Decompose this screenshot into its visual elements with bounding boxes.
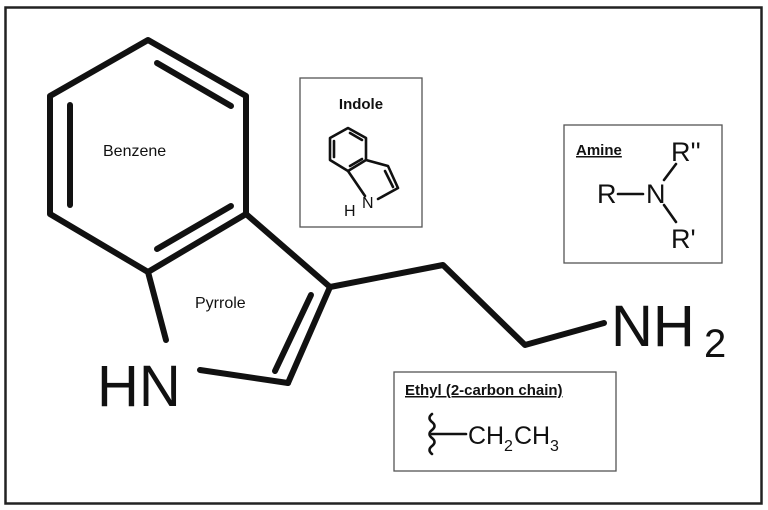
benzene-double-bond-bottom: [154, 203, 234, 252]
indole-mini-pyrrole: [364, 158, 400, 201]
ethyl-box: Ethyl (2-carbon chain) CH 2 CH 3: [393, 371, 617, 472]
amine-r-upper: R'': [671, 137, 701, 167]
indole-mini-n-c7a: [346, 169, 367, 198]
amine-bond-n-r2: [662, 162, 678, 182]
indole-mini-pyrrole-db: [383, 169, 395, 189]
amine-title: Amine: [576, 142, 622, 159]
pyrrole-label: Pyrrole: [195, 295, 246, 312]
benzene-double-bond-top: [154, 60, 234, 109]
ethyl-ch2: CH: [468, 422, 504, 450]
ethyl-ch3: CH: [514, 422, 550, 450]
ethyl-sub2: 2: [504, 438, 513, 455]
ethyl-wavy-bond: [428, 412, 436, 456]
pyrrole-bond-c3a-c3: [243, 211, 333, 290]
amine-r-left: R: [597, 179, 617, 209]
side-chain: [327, 262, 607, 348]
ring-nitrogen-label: HN: [97, 354, 181, 419]
pyrrole-double-bond-inner: [272, 292, 314, 374]
indole-hydrogen: H: [344, 203, 356, 220]
indole-mini-db1: [348, 131, 364, 142]
benzene-label: Benzene: [103, 143, 166, 160]
amine-n-center: N: [646, 179, 666, 209]
amine-nh-label: NH: [611, 294, 695, 359]
amine-subscript-label: 2: [704, 322, 726, 366]
ethyl-sub3: 3: [550, 438, 559, 455]
indole-box: Indole N H: [299, 77, 423, 228]
pyrrole-bond-c2-n: [197, 367, 291, 386]
indole-nitrogen: N: [362, 195, 374, 212]
pyrrole-bond-n-c7a: [145, 269, 169, 343]
indole-title: Indole: [339, 96, 383, 113]
amine-r-lower: R': [671, 224, 696, 254]
amine-bond-n-r1: [662, 203, 678, 224]
indole-mini-db3: [348, 157, 364, 168]
main-molecule: Benzene Pyrrole HN NH 2: [47, 37, 726, 419]
amine-box: Amine R N R'' R': [563, 124, 723, 264]
pyrrole-bond-c3-c2: [285, 284, 333, 386]
ethyl-title: Ethyl (2-carbon chain): [405, 382, 563, 399]
